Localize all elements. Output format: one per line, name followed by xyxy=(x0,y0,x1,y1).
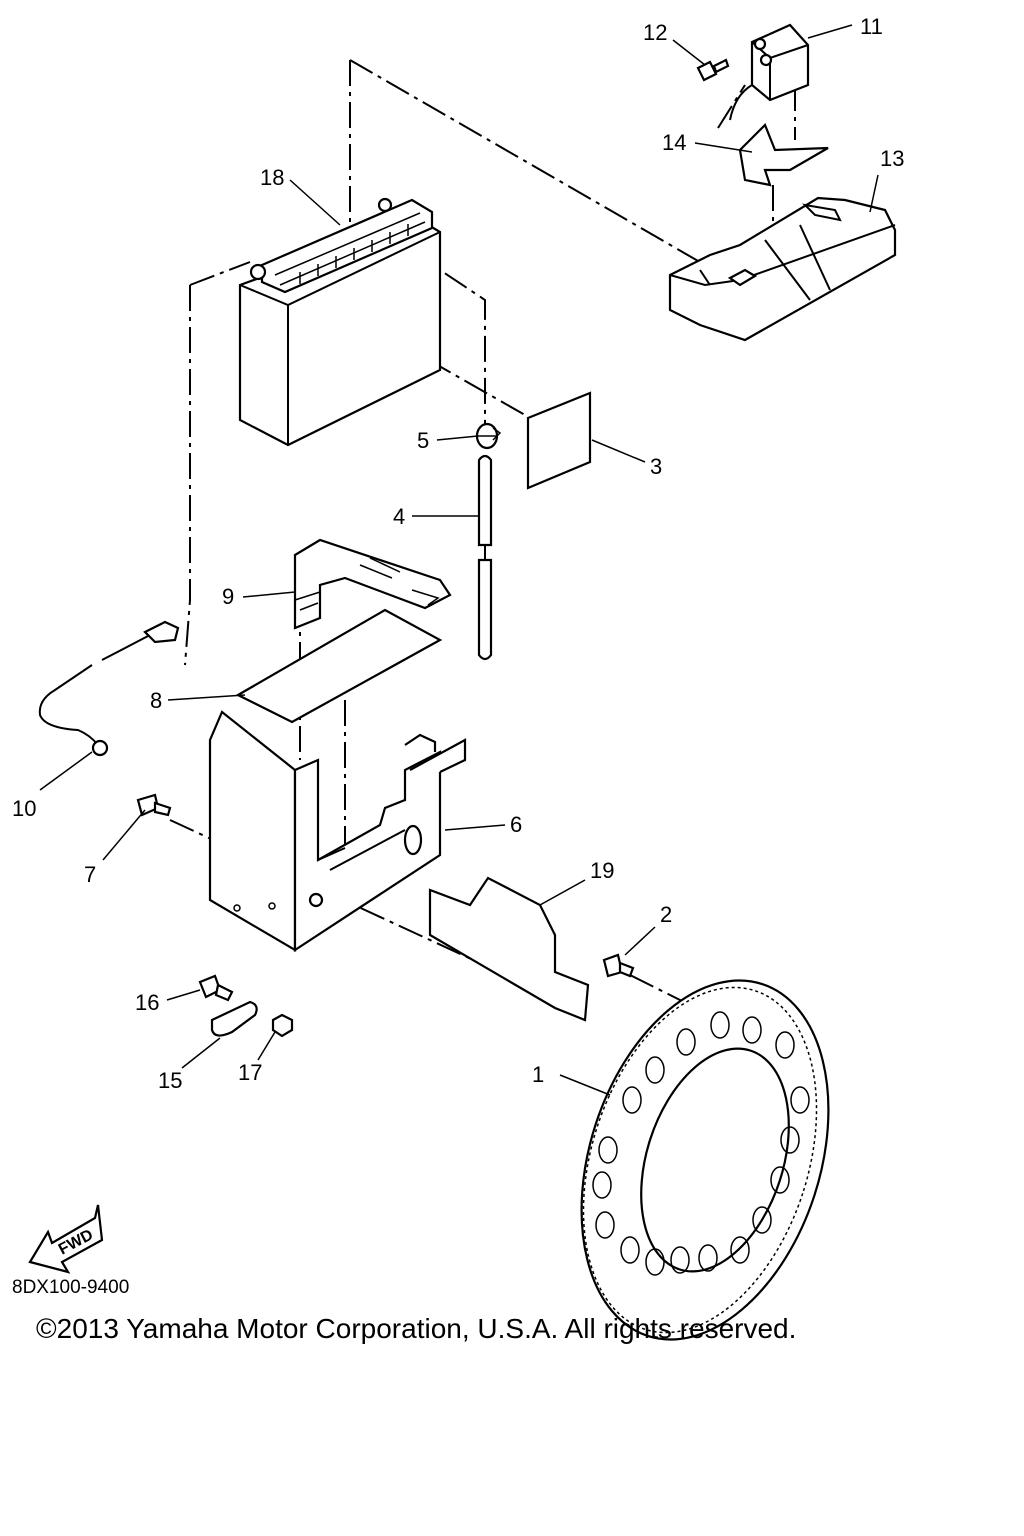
screw-12 xyxy=(696,58,730,82)
lead-wire xyxy=(38,620,180,757)
callout-17: 17 xyxy=(238,1060,262,1085)
bolt-16 xyxy=(198,974,234,1002)
callout-16: 16 xyxy=(135,990,159,1015)
callout-8: 8 xyxy=(150,688,162,713)
bolt-7 xyxy=(136,793,172,817)
battery-case xyxy=(208,710,467,953)
bracket-14 xyxy=(738,123,829,187)
callout-9: 9 xyxy=(222,584,234,609)
callout-1: 1 xyxy=(532,1062,544,1087)
callout-4: 4 xyxy=(393,504,405,529)
starter-relay xyxy=(729,23,810,121)
battery xyxy=(238,197,442,447)
callout-19: 19 xyxy=(590,858,614,883)
callout-14: 14 xyxy=(662,130,686,155)
callout-11: 11 xyxy=(860,14,883,39)
callout-13: 13 xyxy=(880,146,904,171)
drawing-code: 8DX100-9400 xyxy=(12,1277,129,1298)
callout-15: 15 xyxy=(158,1068,182,1093)
callout-18: 18 xyxy=(260,165,284,190)
fwd-arrow: FWD xyxy=(28,1204,104,1274)
ring-gear-holes xyxy=(592,1011,810,1276)
callouts: 1 2 3 4 5 6 7 8 9 10 11 12 13 14 15 16 1… xyxy=(12,14,904,1093)
callout-7: 7 xyxy=(84,862,96,887)
battery-pad xyxy=(526,391,592,490)
breather-pipe xyxy=(477,454,493,661)
ring-gear xyxy=(580,979,830,1341)
callout-5: 5 xyxy=(417,428,429,453)
clamp-15 xyxy=(210,1000,258,1037)
callout-3: 3 xyxy=(650,454,662,479)
copyright-notice: ©2013 Yamaha Motor Corporation, U.S.A. A… xyxy=(36,1313,796,1344)
nut-17 xyxy=(271,1013,294,1038)
cover-13 xyxy=(668,196,897,342)
callout-6: 6 xyxy=(510,812,522,837)
battery-sheet xyxy=(235,608,443,724)
clamp xyxy=(475,422,502,450)
callout-10: 10 xyxy=(12,796,36,821)
battery-band xyxy=(293,538,452,630)
bolt-2 xyxy=(602,953,635,978)
plate xyxy=(428,876,590,1022)
callout-12: 12 xyxy=(643,20,667,45)
callout-2: 2 xyxy=(660,902,672,927)
leader-lines xyxy=(39,24,879,1096)
